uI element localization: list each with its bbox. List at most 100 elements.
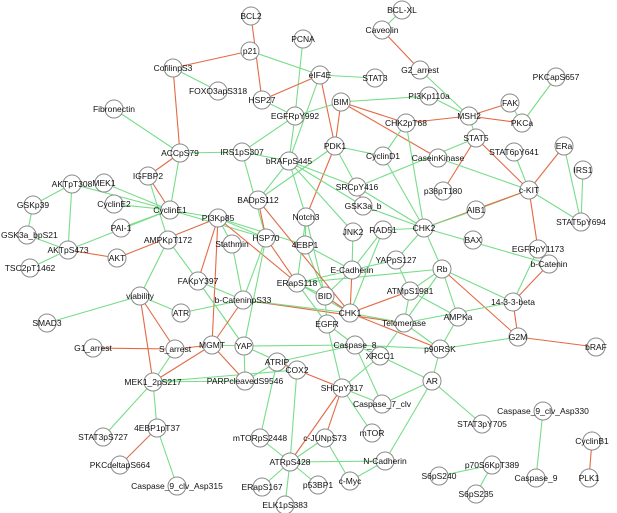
node-jnk2[interactable]: JNK2 xyxy=(343,222,364,242)
node-gskp39[interactable]: GSKp39 xyxy=(17,195,49,215)
node-p38pt180[interactable]: p38pT180 xyxy=(424,181,463,201)
node-brafps445[interactable]: bRAFpS445 xyxy=(266,151,313,171)
node-hsp70[interactable]: HSP70 xyxy=(253,228,280,248)
node-cycline1[interactable]: CyclinE1 xyxy=(153,200,187,220)
node-cyclinb1[interactable]: CyclinB1 xyxy=(575,431,609,451)
node-cycline2[interactable]: CyclinE2 xyxy=(97,194,131,214)
node-mek1[interactable]: MEK1 xyxy=(92,173,116,193)
node-caspase-7-clv[interactable]: Caspase_7_clv xyxy=(353,394,412,414)
node-elk1ps383[interactable]: ELK1pS383 xyxy=(262,495,308,513)
node-badps112[interactable]: BADpS112 xyxy=(237,190,279,210)
node-parpcleaveds9546[interactable]: PARPcleavedS9546 xyxy=(207,371,284,391)
node-caspase-9-clv-asp330[interactable]: Caspase_9_clv_Asp330 xyxy=(497,401,589,421)
node-caspase-9-clv-asp315[interactable]: Caspase_9_clv_Asp315 xyxy=(131,476,223,496)
node-egfrpy992[interactable]: EGFRpY992 xyxy=(271,106,319,126)
node-g1-arrest[interactable]: G1_arrest xyxy=(74,338,113,358)
node-4ebp1pt37[interactable]: 4EBP1pT37 xyxy=(134,418,180,438)
node-pkca[interactable]: PKCa xyxy=(511,113,533,133)
node-fak[interactable]: FAK xyxy=(500,93,520,113)
node-ampkpt172[interactable]: AMPKpT172 xyxy=(144,230,192,250)
node-gsk3a-bps21[interactable]: GSK3a_bpS21 xyxy=(1,225,58,245)
node-bcl-xl[interactable]: BCL-XL xyxy=(387,0,417,20)
node-pcna[interactable]: PCNA xyxy=(291,29,315,49)
node-foxo3aps318[interactable]: FOXO3apS318 xyxy=(189,81,247,101)
node-p70s6kpt389[interactable]: p70S6KpT389 xyxy=(465,455,520,475)
node-mtor[interactable]: mTOR xyxy=(360,423,385,443)
node-p53bp1[interactable]: p53BP1 xyxy=(303,475,334,495)
node-caspase-9[interactable]: Caspase_9 xyxy=(514,468,558,488)
node-egfrpy1173[interactable]: EGFRpY1173 xyxy=(512,239,565,259)
node-pkcdeltaps664[interactable]: PKCdeltapS664 xyxy=(90,455,151,475)
node-s-arrest[interactable]: S_arrest xyxy=(159,339,192,359)
node-cyclind1[interactable]: CyclinD1 xyxy=(366,146,400,166)
node-telomerase[interactable]: Telomerase xyxy=(382,313,426,333)
node-stat3ps727[interactable]: STAT3pS727 xyxy=(78,427,128,447)
node-plk1[interactable]: PLK1 xyxy=(579,468,600,488)
node-smad3[interactable]: SMAD3 xyxy=(32,313,62,333)
node-p21[interactable]: p21 xyxy=(240,41,260,61)
node-yapps127[interactable]: YAPpS127 xyxy=(376,250,417,270)
node-rb[interactable]: Rb xyxy=(432,259,452,279)
node-atmps1981[interactable]: ATMpS1981 xyxy=(387,281,434,301)
node-egfr[interactable]: EGFR xyxy=(315,314,339,334)
node-akt[interactable]: AKT xyxy=(107,248,127,268)
node-xrcc1[interactable]: XRCC1 xyxy=(366,346,395,366)
node-14-3-3-beta[interactable]: 14-3-3-beta xyxy=(491,292,535,312)
node-pai-1[interactable]: PAI-1 xyxy=(111,218,132,238)
node-eif4e[interactable]: eIF4E xyxy=(309,65,332,85)
node-chk2[interactable]: CHK2 xyxy=(413,218,436,238)
node-4ebp1[interactable]: 4EBP1 xyxy=(292,235,319,255)
node-gsk3a-b[interactable]: GSK3a_b xyxy=(345,196,382,216)
node-b-cateninps33[interactable]: b-CateninpS33 xyxy=(215,290,272,310)
node-s6ps240[interactable]: S6pS240 xyxy=(422,466,457,486)
node-pdk1[interactable]: PDK1 xyxy=(324,136,346,156)
node-atr[interactable]: ATR xyxy=(171,303,191,323)
node-mek1-2ps217[interactable]: MEK1_2pS217 xyxy=(124,372,182,392)
node-braf[interactable]: bRAF xyxy=(585,337,607,357)
node-ar[interactable]: AR xyxy=(422,371,442,391)
node-s6ps235[interactable]: S6pS235 xyxy=(459,484,494,504)
node-caveolin[interactable]: Caveolin xyxy=(365,20,399,40)
node-pi3kp110a[interactable]: PI3Kp110a xyxy=(408,86,450,106)
node-e-cadherin[interactable]: E-Cadherin xyxy=(331,260,374,280)
node-cox2[interactable]: COX2 xyxy=(285,360,309,380)
node-aib1[interactable]: AIB1 xyxy=(466,200,486,220)
node-viability[interactable]: viability xyxy=(126,286,155,306)
node-fakpy397[interactable]: FAKpY397 xyxy=(178,271,219,291)
node-stat3[interactable]: STAT3 xyxy=(362,68,388,88)
node-caseinkinase[interactable]: CaseinKinase xyxy=(412,148,465,168)
node-stat6py641[interactable]: STAT6pY641 xyxy=(489,142,539,162)
node-c-junps73[interactable]: c-JUNpS73 xyxy=(303,428,347,448)
node-mgmt[interactable]: MGMT xyxy=(199,335,225,355)
node-bax[interactable]: BAX xyxy=(463,230,483,250)
node-pi3kp85[interactable]: PI3Kp85 xyxy=(202,208,235,228)
node-aktpt308[interactable]: AKTpT308 xyxy=(52,174,93,194)
node-stat5[interactable]: STAT5 xyxy=(463,128,489,148)
node-pkcaps657[interactable]: PKCapS657 xyxy=(533,67,580,87)
node-g2m[interactable]: G2M xyxy=(508,327,528,347)
node-eraps118[interactable]: ERapS118 xyxy=(277,273,318,293)
node-bim[interactable]: BIM xyxy=(331,92,351,112)
node-accps79[interactable]: ACCpS79 xyxy=(161,143,199,163)
node-chk1[interactable]: CHK1 xyxy=(339,303,362,323)
node-notch3[interactable]: Notch3 xyxy=(293,207,320,227)
node-yap[interactable]: YAP xyxy=(234,336,254,356)
node-c-myc[interactable]: c-Myc xyxy=(339,471,362,491)
node-msh2[interactable]: MSH2 xyxy=(457,106,481,126)
node-bcl2[interactable]: BCL2 xyxy=(240,6,262,26)
node-ampka[interactable]: AMPKa xyxy=(444,307,473,327)
node-n-cadherin[interactable]: N-Cadherin xyxy=(363,451,407,471)
node-stat5py694[interactable]: STAT5pY694 xyxy=(556,212,606,232)
node-irs1ps307[interactable]: IRS1pS307 xyxy=(220,142,264,162)
node-shcpy317[interactable]: SHCpY317 xyxy=(321,378,364,398)
node-c-kit[interactable]: c-KIT xyxy=(519,180,539,200)
node-aktps473[interactable]: AKTpS473 xyxy=(47,240,89,260)
node-tsc2pt1462[interactable]: TSC2pT1462 xyxy=(5,258,56,278)
node-rad51[interactable]: RAD51 xyxy=(369,220,397,240)
node-hsp27[interactable]: HSP27 xyxy=(249,90,276,110)
node-era[interactable]: ERa xyxy=(554,136,574,156)
node-atrps428[interactable]: ATRpS428 xyxy=(270,452,311,472)
node-p90rsk[interactable]: p90RSK xyxy=(424,339,456,359)
node-stathmin[interactable]: Stathmin xyxy=(215,234,249,254)
node-chk2pt68[interactable]: CHK2pT68 xyxy=(385,113,427,133)
